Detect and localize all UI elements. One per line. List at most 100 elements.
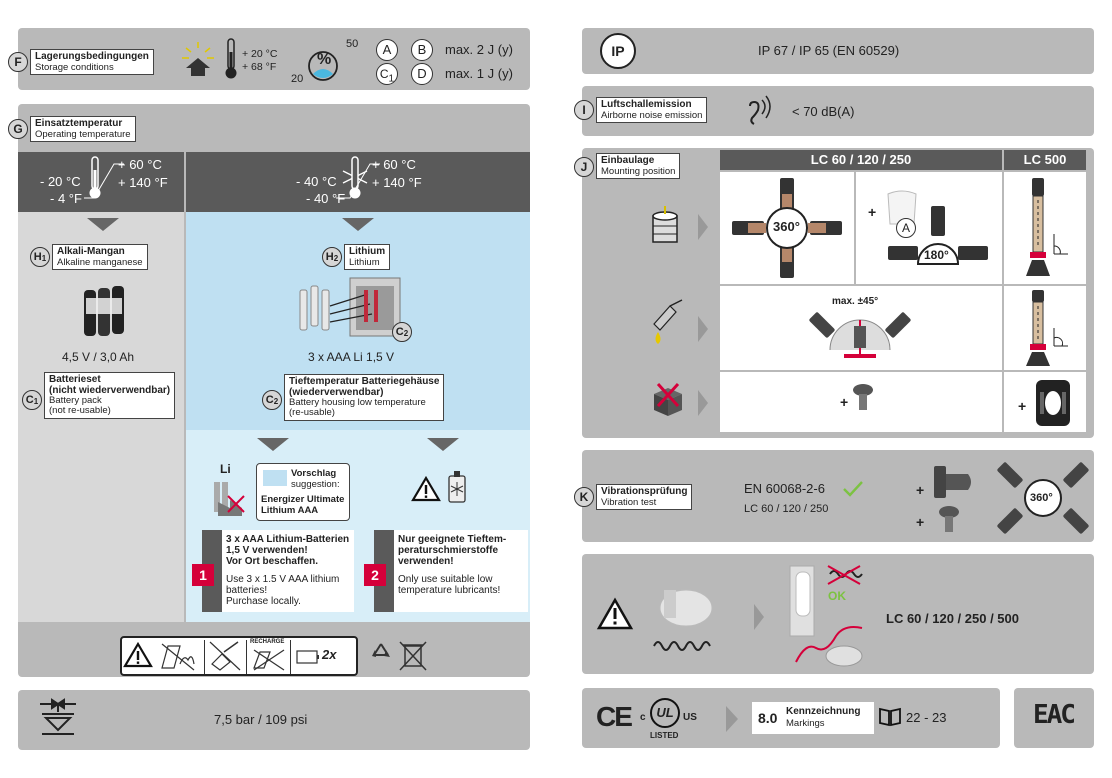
- note-1-de2: 1,5 V verwenden!: [226, 545, 308, 556]
- arrow-right-icon: [754, 604, 764, 630]
- suggestion-en: suggestion:: [291, 479, 340, 490]
- plus-sign: +: [916, 482, 925, 498]
- noise-title-de: Luftschallemission: [601, 99, 692, 110]
- lubricator-angled-icon: [809, 312, 911, 358]
- impact-2: max. 1 J (y): [445, 66, 513, 81]
- left-f-low: - 4 °F: [50, 191, 82, 206]
- alkaline-title-de: Alkali-Mangan: [57, 246, 125, 257]
- humidity-icon: [308, 51, 338, 81]
- operating-title: Einsatztemperatur Operating temperature: [30, 116, 136, 143]
- temp-range-lines-right: [336, 163, 380, 199]
- pump-vibration-icon: [653, 589, 713, 651]
- storage-temp-f: + 68 °F: [242, 61, 277, 73]
- eac-mark: EAC: [1033, 700, 1076, 730]
- ul-c: c: [640, 712, 646, 723]
- markings-pages: 22 - 23: [906, 710, 947, 725]
- label-h1-sub: 1: [41, 254, 47, 263]
- pressure-icon: [40, 698, 76, 735]
- grease-drum-icon: [652, 206, 678, 243]
- note-2-de3: verwenden!: [398, 556, 454, 567]
- label-c2-marker-sub: 2: [403, 329, 409, 338]
- symbol-divider: [204, 640, 205, 674]
- plus-sign: +: [868, 204, 877, 220]
- note-1-badge: 1: [192, 564, 214, 586]
- suggestion-product2: Lithium AAA: [261, 505, 319, 516]
- lubricator-cross-icon: [732, 178, 842, 278]
- vibration-title: Vibrationsprüfung Vibration test: [596, 484, 693, 511]
- operating-title-de: Einsatztemperatur: [35, 118, 123, 129]
- vibration-title-de: Vibrationsprüfung: [601, 486, 688, 497]
- eac-panel: [1014, 688, 1094, 748]
- suggestion-box: Vorschlag suggestion: Energizer Ultimate…: [256, 463, 350, 521]
- ce-mark: CE: [596, 701, 633, 732]
- label-i: I: [574, 100, 594, 120]
- chevron-right-icon: [726, 706, 738, 732]
- battery-pack-icon: [84, 286, 124, 336]
- no-short-circuit-icon: [296, 650, 319, 664]
- label-c2-marker: C2: [392, 322, 412, 342]
- arrow-down-icon: [87, 218, 119, 231]
- snowflake-thermometer-icon: [342, 156, 368, 199]
- storage-title: Lagerungsbedingungen Storage conditions: [30, 49, 154, 76]
- markings-section: 8.0: [758, 710, 778, 726]
- battery-housing-de1: Tieftemperatur Batteriegehäuse: [289, 376, 440, 387]
- no-trash-bin-icon: [399, 641, 427, 671]
- warning-icon: [411, 475, 441, 502]
- no-lubrication-box-icon: [654, 382, 682, 416]
- markings-title-en: Markings: [786, 718, 825, 729]
- storage-temp-c: + 20 °C: [242, 48, 278, 60]
- left-f-high: + 140 °F: [118, 175, 168, 190]
- class-d: D: [411, 63, 433, 85]
- thermometer-left-icon: [89, 156, 101, 199]
- label-h1: H1: [30, 247, 50, 267]
- noise-title-en: Airborne noise emission: [601, 109, 703, 121]
- note-2: 2 Nur geeignete Tieftem- peraturschmiers…: [364, 530, 528, 612]
- checkmark-icon: [843, 481, 863, 497]
- mounting-col1-header: LC 60 / 120 / 250: [720, 150, 1002, 170]
- mount-cell-r1c2: [856, 172, 1002, 284]
- label-h2-sub: 2: [333, 254, 339, 263]
- noise-title: Luftschallemission Airborne noise emissi…: [596, 97, 708, 124]
- battery-housing-de2: (wiederverwendbar): [289, 386, 384, 398]
- vibration-standard: EN 60068-2-6: [744, 481, 825, 496]
- label-c2-letter: C: [265, 394, 274, 406]
- remote-mounting-icon: [789, 565, 863, 667]
- mounting-title: Einbaulage Mounting position: [596, 153, 681, 180]
- note-2-badge: 2: [364, 564, 386, 586]
- battery-pack-de2: (nicht wiederverwendbar): [49, 384, 171, 396]
- lubricator-tee-icon: [888, 206, 988, 265]
- symbol-divider: [290, 640, 291, 674]
- alkaline-title: Alkali-Mangan Alkaline manganese: [52, 244, 148, 271]
- no-short-circuit-label: 2x: [322, 647, 337, 662]
- arrow-down-icon: [342, 218, 374, 231]
- lc500-upright-icon: [1026, 290, 1068, 366]
- label-k: K: [574, 487, 594, 507]
- note-1-en1: Use 3 x 1.5 V AAA lithium: [226, 574, 340, 585]
- label-j: J: [574, 157, 594, 177]
- alkaline-title-en: Alkaline manganese: [57, 256, 143, 268]
- suggestion-de: Vorschlag: [291, 468, 337, 479]
- note-1-de1: 3 x AAA Lithium-Batterien: [226, 534, 350, 545]
- label-g: G: [8, 119, 28, 139]
- accessory-a: A: [896, 218, 916, 238]
- lubricator-x-vibration-icon: [997, 462, 1089, 534]
- class-a: A: [376, 39, 398, 61]
- operating-title-en: Operating temperature: [35, 128, 131, 140]
- vibration-title-en: Vibration test: [601, 496, 657, 508]
- mounting-col2-header: LC 500: [1004, 150, 1086, 170]
- plus-sign: +: [1018, 398, 1027, 414]
- note-1-en2: batteries!: [226, 585, 268, 596]
- right-c-high: + 60 °C: [372, 157, 416, 172]
- mounting-title-en: Mounting position: [601, 165, 676, 177]
- markings-ref-box[interactable]: 8.0 Kennzeichnung Markings: [752, 702, 874, 734]
- rotation-360-label: 360°: [773, 219, 800, 234]
- pressure-panel: [18, 690, 530, 750]
- humidity-symbol: %: [317, 51, 332, 68]
- alkaline-spec: 4,5 V / 3,0 Ah: [62, 350, 135, 364]
- ear-icon: [749, 95, 771, 125]
- note-2-en1: Only use suitable low: [398, 574, 493, 585]
- lithium-title: Lithium Lithium: [344, 244, 391, 271]
- temp-header-left: [18, 152, 184, 212]
- accessory-cup-icon: [887, 190, 917, 225]
- warning-icon: [123, 641, 153, 668]
